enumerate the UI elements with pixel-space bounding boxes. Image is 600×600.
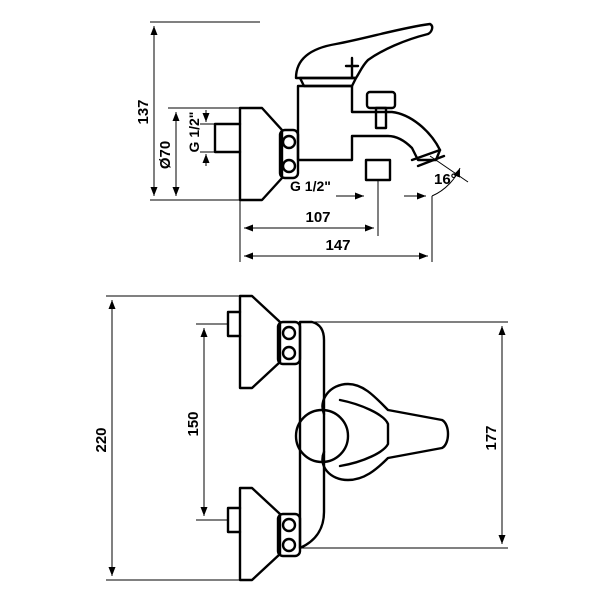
top-escutcheon-lower — [238, 486, 282, 582]
dim-centers: 150 — [185, 411, 202, 436]
dim-angle: 16° — [434, 171, 457, 188]
side-view: 137 Ø70 G 1/2" G 1/2" 16° 107 147 — [135, 21, 469, 262]
top-escutcheon-upper — [238, 294, 282, 390]
dim-thread-side: G 1/2" — [186, 112, 202, 153]
dim-diameter: Ø70 — [157, 141, 174, 169]
dim-thread-bottom: G 1/2" — [290, 178, 331, 194]
side-shower-outlet — [364, 158, 392, 182]
side-inlet-pipe — [213, 122, 242, 154]
dim-height-top: 137 — [135, 99, 152, 124]
top-union-upper — [276, 320, 302, 366]
side-body — [296, 84, 442, 162]
dim-height-total: 220 — [93, 427, 110, 452]
top-union-lower — [276, 512, 302, 558]
side-lever-handle — [294, 22, 434, 80]
top-view: 220 150 177 — [93, 294, 508, 582]
side-escutcheon — [238, 106, 284, 202]
side-diverter-knob — [365, 90, 397, 130]
angle-arc — [431, 167, 461, 197]
dim-depth-outlet: 107 — [305, 209, 330, 226]
dim-width-body: 177 — [483, 425, 500, 450]
top-lever-handle — [321, 382, 450, 482]
top-body — [298, 320, 326, 550]
dim-depth-total: 147 — [325, 237, 350, 254]
